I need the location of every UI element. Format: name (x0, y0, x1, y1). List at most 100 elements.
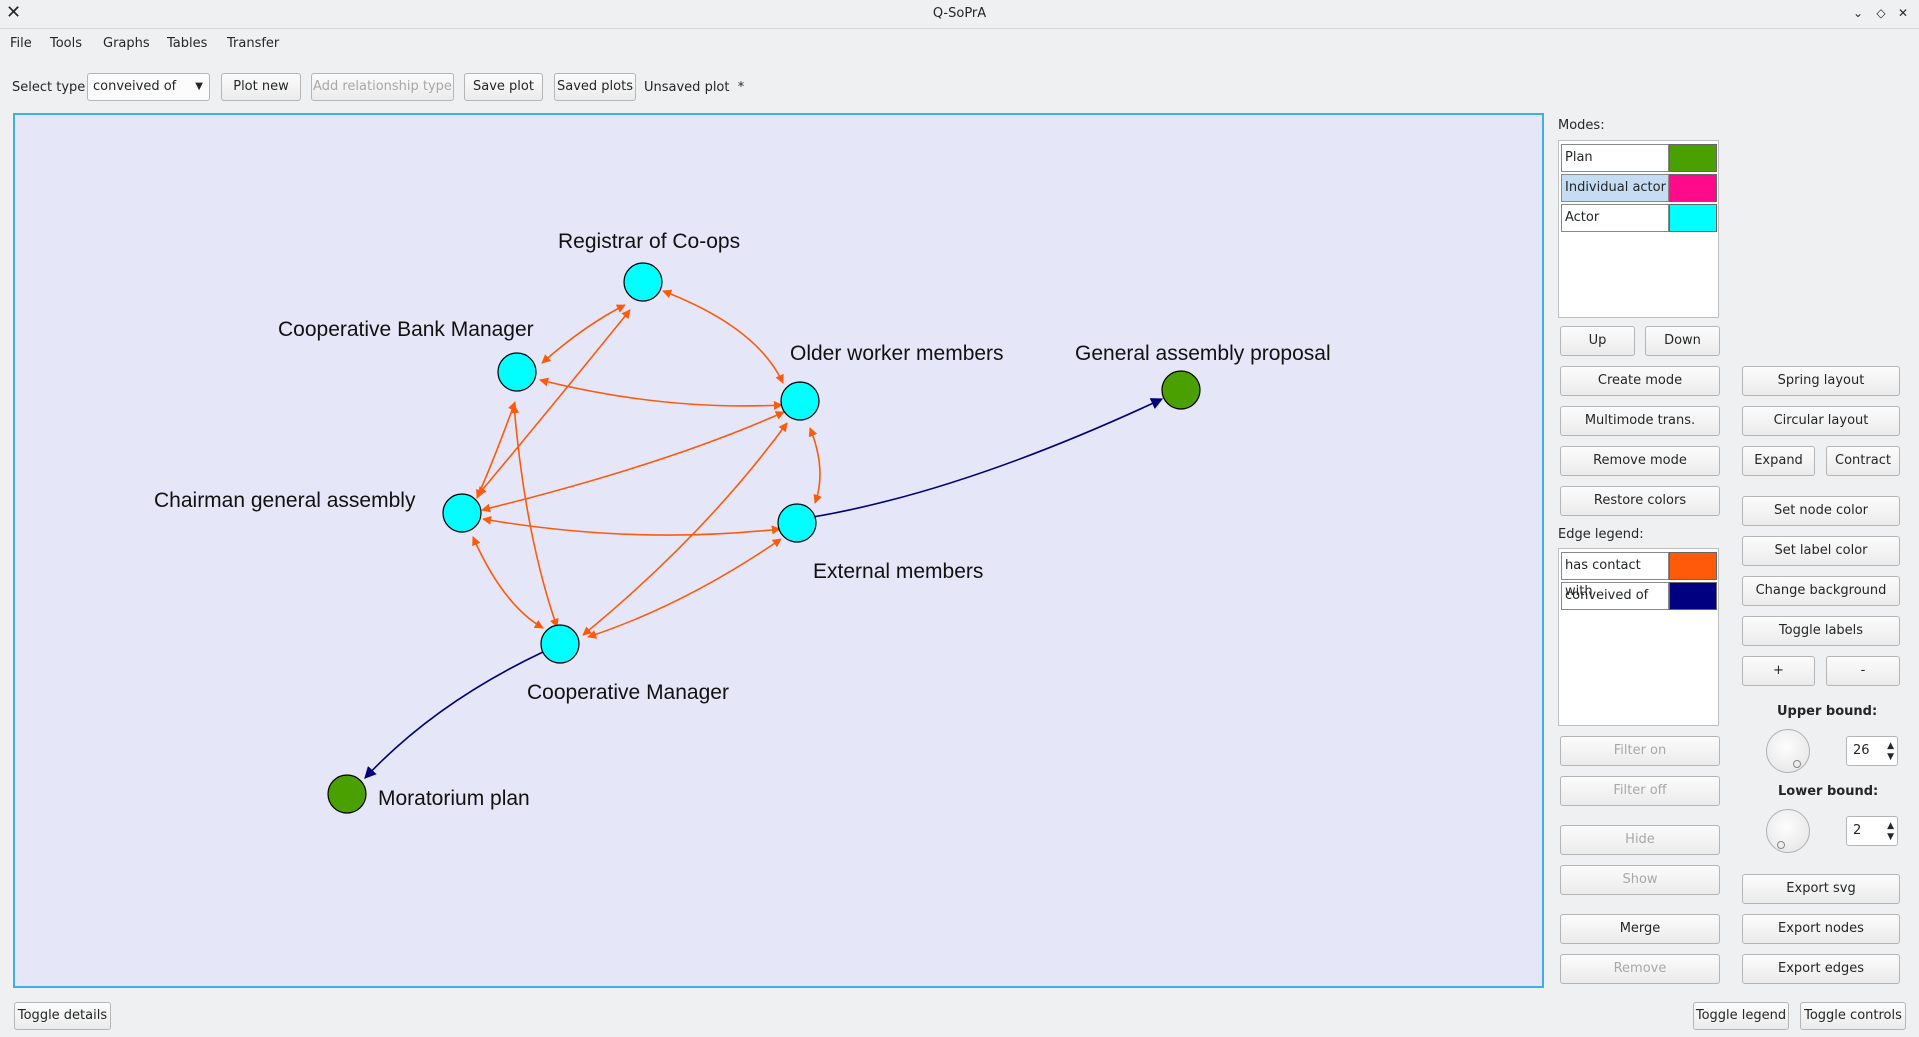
node-moratorium-plan (327, 774, 367, 814)
toggle-legend-button[interactable]: Toggle legend (1693, 1002, 1789, 1030)
multimode-transformation-button[interactable]: Multimode trans. (1560, 406, 1720, 436)
edge-external-manager (587, 538, 782, 639)
set-node-color-button[interactable]: Set node color (1742, 496, 1900, 526)
select-type-label: Select type (12, 80, 86, 95)
circular-layout-button[interactable]: Circular layout (1742, 406, 1900, 436)
node-labels: Registrar of Co-ops Cooperative Bank Man… (154, 230, 1331, 810)
saved-plots-button[interactable]: Saved plots (554, 73, 636, 101)
label-chairman: Chairman general assembly (154, 489, 416, 512)
modes-list[interactable]: Plan Individual actor Actor (1558, 140, 1719, 318)
node-registrar (623, 262, 663, 302)
minimize-icon[interactable]: ⌄ (1852, 6, 1864, 20)
graph-canvas[interactable]: Registrar of Co-ops Cooperative Bank Man… (13, 113, 1544, 988)
decrease-size-button[interactable]: - (1826, 656, 1900, 686)
label-external-members: External members (813, 560, 983, 583)
network-graph[interactable]: Registrar of Co-ops Cooperative Bank Man… (15, 115, 1542, 986)
show-button[interactable]: Show (1560, 865, 1720, 895)
edge-type-name: has contact with (1561, 552, 1669, 599)
mode-color-swatch[interactable] (1669, 204, 1717, 232)
toggle-controls-button[interactable]: Toggle controls (1800, 1002, 1906, 1030)
hide-button[interactable]: Hide (1560, 825, 1720, 855)
export-edges-button[interactable]: Export edges (1742, 954, 1900, 984)
lower-bound-dial[interactable] (1766, 809, 1810, 853)
edge-legend-list[interactable]: has contact with conveived of (1558, 548, 1719, 726)
node-external-members (777, 503, 817, 543)
mode-down-button[interactable]: Down (1645, 326, 1720, 356)
expand-button[interactable]: Expand (1742, 446, 1815, 476)
plot-status: Unsaved plot * (644, 80, 745, 95)
toggle-labels-button[interactable]: Toggle labels (1742, 616, 1900, 646)
chevron-down-icon: ▼ (195, 81, 203, 92)
spin-up-icon[interactable]: ▲ (1887, 821, 1894, 831)
upper-bound-value: 26 (1853, 743, 1870, 758)
mode-up-button[interactable]: Up (1560, 326, 1635, 356)
label-older-workers: Older worker members (790, 342, 1004, 365)
relationship-type-value: conveived of (93, 79, 177, 94)
upper-bound-spinbox[interactable]: 26 ▲ ▼ (1846, 736, 1898, 766)
export-svg-button[interactable]: Export svg (1742, 874, 1900, 904)
remove-mode-button[interactable]: Remove mode (1560, 446, 1720, 476)
save-plot-button[interactable]: Save plot (464, 73, 543, 101)
edge-legend-title: Edge legend: (1558, 527, 1644, 542)
dial-indicator (1793, 760, 1801, 768)
remove-button[interactable]: Remove (1560, 954, 1720, 984)
edge-bank-older (539, 377, 783, 410)
lower-bound-label: Lower bound: (1778, 784, 1879, 799)
edge-bank-manager (510, 404, 559, 628)
edge-chairman-external (482, 515, 781, 536)
mode-color-swatch[interactable] (1669, 144, 1717, 172)
window-title: Q-SoPrA (932, 6, 987, 21)
edge-color-swatch[interactable] (1669, 552, 1717, 580)
spring-layout-button[interactable]: Spring layout (1742, 366, 1900, 396)
edge-bank-chairman (476, 401, 517, 499)
mode-name: Plan (1561, 144, 1669, 172)
label-bank-manager: Cooperative Bank Manager (278, 318, 534, 341)
mode-name: Actor (1561, 204, 1669, 232)
increase-size-button[interactable]: + (1742, 656, 1815, 686)
edge-older-external (808, 427, 822, 504)
edge-registrar-older (662, 289, 784, 384)
spin-up-icon[interactable]: ▲ (1887, 741, 1894, 751)
menu-transfer[interactable]: Transfer (227, 36, 280, 51)
lower-bound-value: 2 (1853, 823, 1862, 838)
menu-tables[interactable]: Tables (167, 36, 208, 51)
set-label-color-button[interactable]: Set label color (1742, 536, 1900, 566)
filter-on-button[interactable]: Filter on (1560, 736, 1720, 766)
plot-new-button[interactable]: Plot new (221, 73, 301, 101)
toggle-details-button[interactable]: Toggle details (14, 1002, 111, 1030)
mode-color-swatch[interactable] (1669, 174, 1717, 202)
contract-button[interactable]: Contract (1826, 446, 1900, 476)
upper-bound-label: Upper bound: (1777, 704, 1878, 719)
label-general-assembly-proposal: General assembly proposal (1075, 342, 1331, 365)
change-background-button[interactable]: Change background (1742, 576, 1900, 606)
edge-external-proposal (812, 398, 1164, 518)
merge-button[interactable]: Merge (1560, 914, 1720, 944)
label-moratorium-plan: Moratorium plan (378, 787, 530, 810)
export-nodes-button[interactable]: Export nodes (1742, 914, 1900, 944)
edge-color-swatch[interactable] (1669, 582, 1717, 610)
node-bank-manager (497, 352, 537, 392)
add-relationship-type-button[interactable]: Add relationship type (311, 73, 454, 101)
spin-down-icon[interactable]: ▼ (1887, 752, 1894, 762)
edge-type-name: conveived of (1561, 582, 1669, 610)
lower-bound-spinbox[interactable]: 2 ▲ ▼ (1846, 816, 1898, 846)
edge-older-manager (582, 422, 788, 636)
filter-off-button[interactable]: Filter off (1560, 776, 1720, 806)
menu-tools[interactable]: Tools (50, 36, 83, 51)
create-mode-button[interactable]: Create mode (1560, 366, 1720, 396)
modes-title: Modes: (1558, 118, 1605, 133)
restore-colors-button[interactable]: Restore colors (1560, 486, 1720, 516)
maximize-icon[interactable]: ◇ (1876, 6, 1886, 20)
app-close-icon[interactable]: ✕ (6, 2, 22, 23)
dial-indicator (1777, 841, 1785, 849)
spin-down-icon[interactable]: ▼ (1887, 832, 1894, 842)
conceived-edges (364, 398, 1164, 779)
upper-bound-dial[interactable] (1766, 729, 1810, 773)
menu-graphs[interactable]: Graphs (103, 36, 150, 51)
close-icon[interactable]: ✕ (1897, 6, 1909, 20)
menu-file[interactable]: File (10, 36, 32, 51)
edge-registrar-bank (541, 304, 626, 364)
relationship-type-select[interactable]: conveived of ▼ (87, 73, 210, 101)
node-chairman (442, 493, 482, 533)
label-cooperative-manager: Cooperative Manager (527, 681, 729, 704)
